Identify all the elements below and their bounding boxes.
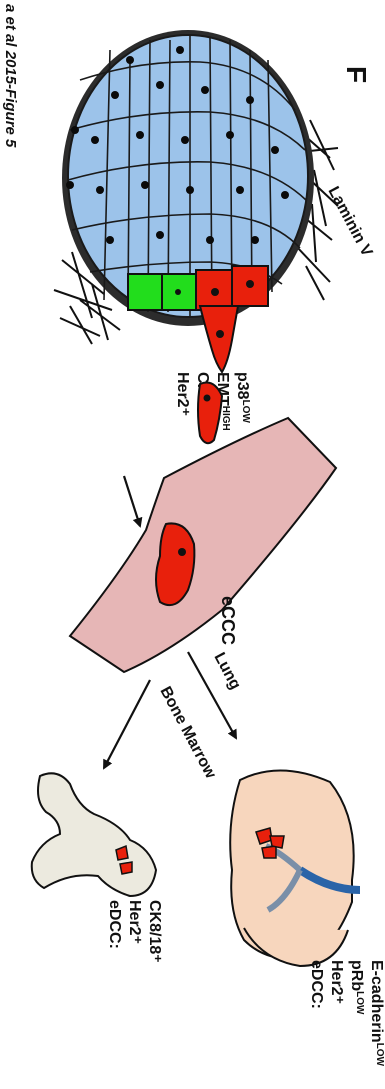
lung-edcc: eDCC: (308, 960, 325, 1009)
figure-caption: a et al 2015-Figure 5 (2, 4, 19, 148)
arrow-bone-marrow (104, 680, 150, 768)
bone (32, 773, 156, 896)
marker-p38: p38LOW (234, 372, 251, 423)
lung-her2: Her2⁺ (328, 960, 345, 1004)
panel-letter: F (341, 66, 372, 83)
invading-cell (200, 306, 238, 372)
arrow-to-vessel (124, 476, 140, 526)
migrating-cell (198, 383, 222, 444)
lung-prb: pRbLOW (348, 960, 365, 1015)
lung (230, 770, 360, 966)
bone-markers: eDCC: Her2⁺ CK8/18⁺ (106, 900, 163, 963)
route-lung-label: Lung (210, 650, 243, 692)
route-bone-marrow-label: Bone Marrow (156, 684, 219, 782)
bone-her2: Her2⁺ (126, 900, 143, 944)
lung-ecadherin: E-cadherinLOW (368, 960, 385, 1067)
bone-ck818: CK8/18⁺ (146, 900, 163, 963)
lung-markers: eDCC: Her2⁺ pRbLOW E-cadherinLOW (308, 960, 385, 1067)
blood-vessel (70, 418, 336, 672)
bone-edcc: eDCC: (106, 900, 123, 949)
eccc-label: eCCC (218, 596, 238, 645)
laminin-label: Laminin V (324, 184, 375, 260)
marker-her2: Her2⁺ (174, 372, 191, 416)
